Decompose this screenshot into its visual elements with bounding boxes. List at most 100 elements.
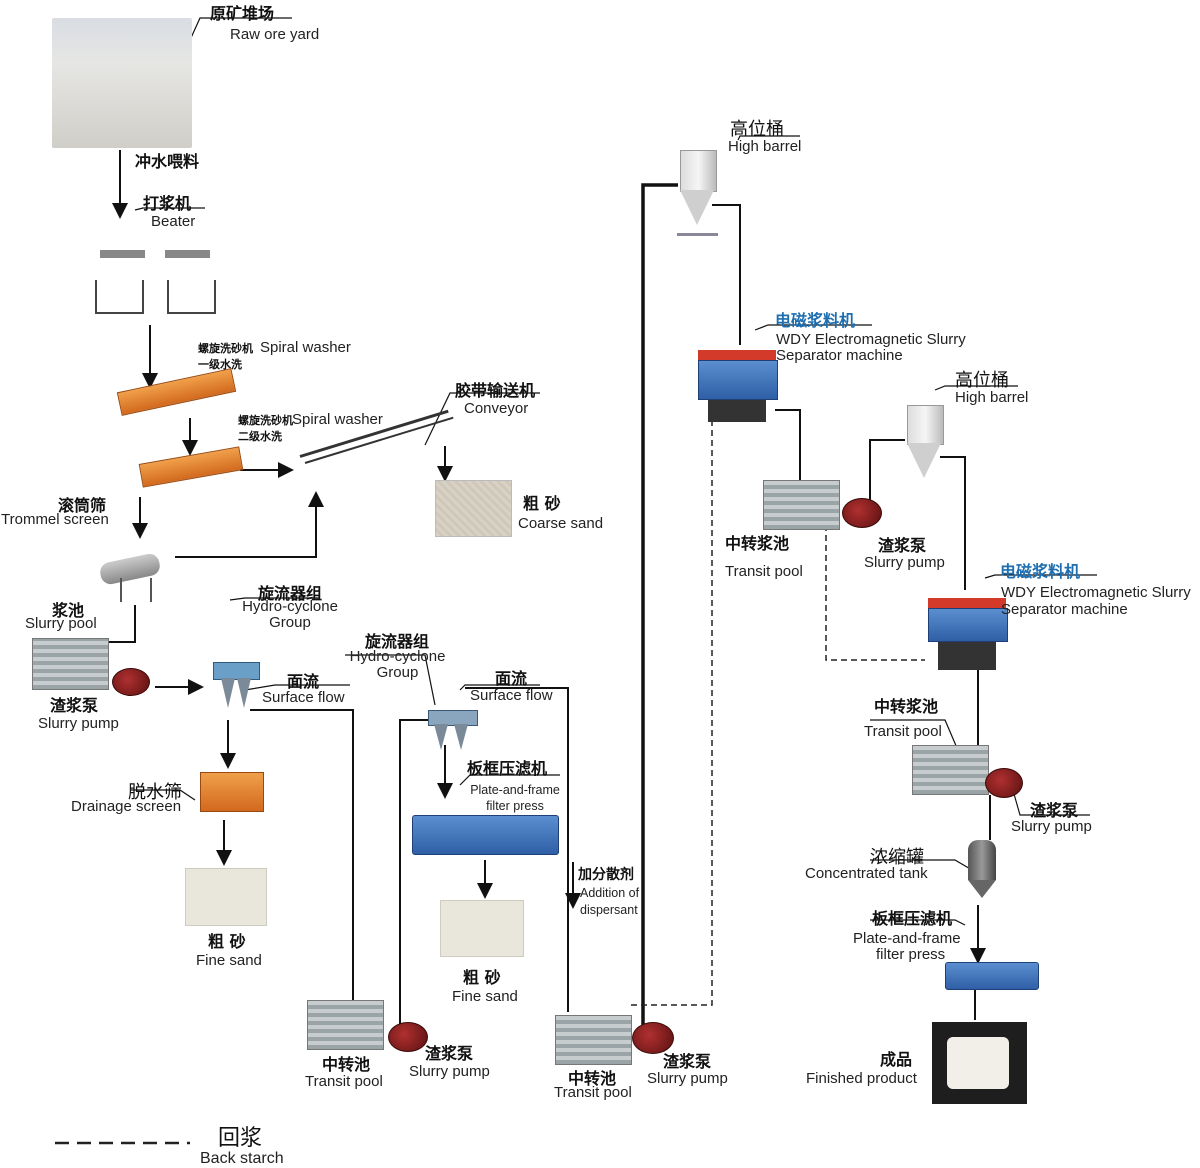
filter-press-2-machine (945, 962, 1039, 990)
slurry-pump-1-icon (112, 668, 150, 696)
transit-pool-3-image (763, 480, 840, 530)
press2-zh: 板框压滤机 (872, 909, 953, 928)
fine-sand-1-zh: 粗 砂 (208, 932, 246, 951)
slurry-pump-3-en: Slurry pump (647, 1070, 728, 1087)
hydrocyclone-1-machine (213, 660, 260, 712)
fine-sand-2-image (440, 900, 524, 957)
cyclone1-zh: 旋流器组 (258, 584, 323, 603)
separator-1-en-2: Separator machine (776, 347, 903, 364)
concentrated-tank-machine (968, 840, 996, 902)
beater-zh: 打浆机 (143, 194, 192, 213)
leader-highbarrel1 (737, 135, 800, 141)
dashed-back-starch-sep1 (630, 410, 713, 1006)
drainage-zh: 脱水筛 (128, 782, 182, 803)
cyclone1-en-2: Group (269, 614, 311, 631)
leader-cyclone2 (345, 654, 436, 706)
coarse-sand-image (435, 480, 512, 537)
slurry-pump-3-icon (632, 1022, 674, 1054)
drainage-en: Drainage screen (71, 798, 182, 815)
surface1-zh: 面流 (287, 672, 320, 691)
drainage-screen-machine (200, 772, 264, 812)
high-barrel-1-machine (675, 145, 720, 240)
leader-sep1 (754, 324, 872, 331)
cyclone2-en-1: Hydro-cyclone (349, 648, 446, 665)
line-pump2-to-cyclone2 (399, 719, 428, 1045)
water-feed-label: 冲水喂料 (135, 152, 200, 171)
press2-en-1: Plate-and-frame (853, 930, 961, 947)
separator-2-en-1: WDY Electromagnetic Slurry (1001, 584, 1191, 601)
raw-ore-yard-en: Raw ore yard (230, 26, 320, 43)
coarse-sand-en: Coarse sand (518, 515, 604, 532)
washer2-zh-2: 二级水洗 (238, 430, 282, 443)
filter-press-1-machine (412, 815, 559, 855)
dispersant-en-1: Addition of (580, 886, 640, 900)
slurry-pump-4-icon (842, 498, 882, 528)
slurry-pump-3-zh: 渣浆泵 (663, 1052, 712, 1071)
slurry-pump-5-zh: 渣浆泵 (1030, 801, 1079, 820)
line-trommel-to-pool (105, 605, 136, 643)
leader-press1 (459, 774, 560, 786)
concentrated-tank-zh: 浓缩罐 (870, 847, 924, 868)
separator-2-machine (928, 598, 1008, 676)
transit-pool-2-en: Transit pool (554, 1084, 632, 1101)
transit-pool-2-zh: 中转池 (568, 1069, 617, 1088)
conveyor-zh: 胶带输送机 (455, 381, 536, 400)
washer1-en: Spiral washer (260, 339, 351, 356)
dispersant-zh: 加分散剂 (578, 867, 634, 883)
slurry-pump-2-en: Slurry pump (409, 1063, 490, 1080)
surface1-en: Surface flow (262, 689, 345, 706)
washer1-zh-2: 一级水洗 (198, 358, 242, 371)
fine-sand-1-en: Fine sand (196, 952, 262, 969)
dispersant-en-2: dispersant (580, 903, 638, 917)
transit-pool-1-en: Transit pool (305, 1073, 383, 1090)
hydrocyclone-2-machine (428, 710, 478, 750)
finished-product-en: Finished product (806, 1070, 917, 1087)
arrow-trommel-to-conveyor (175, 491, 324, 558)
cyclone2-zh: 旋流器组 (365, 632, 430, 651)
washer1-zh-1: 螺旋洗砂机 (198, 342, 253, 355)
line-surfaceflow1 (250, 709, 354, 1000)
transit-pool-1-zh: 中转池 (322, 1055, 371, 1074)
line-barrel2-to-sep2 (940, 456, 966, 590)
washer2-en: Spiral washer (292, 411, 383, 428)
slurry-pump-5-en: Slurry pump (1011, 818, 1092, 835)
leader-cyclone1 (229, 597, 320, 601)
beater-en: Beater (151, 213, 196, 230)
cyclone2-en-2: Group (376, 664, 419, 681)
slurry-pump-1-en: Slurry pump (38, 715, 119, 732)
line-pump3-to-highbarrel1 (641, 183, 678, 1035)
fine-sand-1-image (185, 868, 267, 926)
press1-zh: 板框压滤机 (467, 759, 548, 778)
trommel-machine (95, 550, 170, 602)
transit-pool-4-image (912, 745, 989, 795)
separator-1-machine (698, 350, 778, 428)
leader-raw-ore (189, 17, 292, 41)
slurry-pump-5-icon (985, 768, 1023, 798)
slurry-pump-2-icon (388, 1022, 428, 1052)
surface2-en: Surface flow (470, 687, 553, 704)
high-barrel-2-en: High barrel (955, 389, 1029, 406)
slurry-pump-1-zh: 渣浆泵 (50, 696, 99, 715)
trommel-zh: 滚筒筛 (58, 496, 107, 515)
slurry-pump-4-zh: 渣浆泵 (878, 536, 927, 555)
slurry-pool-image (32, 638, 109, 690)
high-barrel-2-zh: 高位桶 (955, 370, 1009, 391)
line-sep1-to-pool3 (775, 409, 801, 480)
high-barrel-1-en: High barrel (728, 138, 802, 155)
separator-1-en-1: WDY Electromagnetic Slurry (776, 331, 966, 348)
finished-product-zh: 成品 (880, 1050, 913, 1069)
raw-ore-image (52, 18, 192, 148)
concentrated-tank-en: Concentrated tank (805, 865, 928, 882)
coarse-sand-zh: 粗 砂 (523, 494, 561, 513)
legend-zh: 回浆 (218, 1126, 263, 1151)
separator-2-en-2: Separator machine (1001, 601, 1128, 618)
slurry-pump-4-en: Slurry pump (864, 554, 945, 571)
slurry-pool-zh: 浆池 (52, 601, 85, 620)
leader-conveyor (424, 392, 540, 446)
leader-press2 (870, 919, 966, 926)
line-barrel1-to-sep1 (712, 204, 741, 345)
leader-sep2 (984, 574, 1097, 579)
transit-pool-3-en: Transit pool (725, 563, 803, 580)
press2-en-2: filter press (876, 946, 946, 963)
